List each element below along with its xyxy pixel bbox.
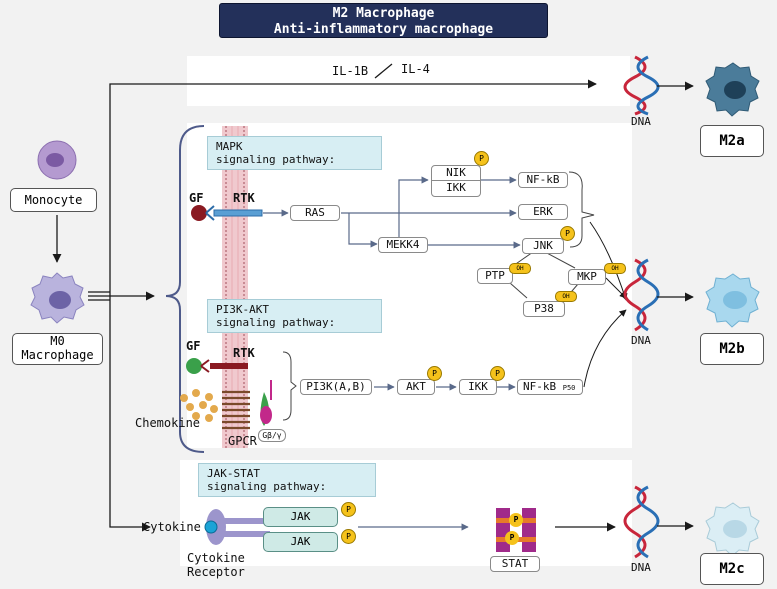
- cytokine-receptor-label: Cytokine Receptor: [187, 551, 245, 579]
- dna-helix-middle: [623, 258, 660, 332]
- jakstat-title-line-1: JAK-STAT: [207, 467, 260, 480]
- akt-node: AKT: [397, 379, 435, 395]
- p50-label: P50: [562, 384, 576, 392]
- monocyte-cell: [37, 140, 77, 180]
- dna-helix-top: [623, 55, 660, 116]
- erk-node: ERK: [518, 204, 568, 220]
- m0-label-line-2: Macrophage: [21, 348, 94, 362]
- m2b-cell: [705, 273, 760, 328]
- chemokine-label: Chemokine: [135, 416, 201, 430]
- nik-ikk-node: NIK IKK: [431, 165, 481, 197]
- top-panel: [187, 56, 630, 106]
- mapk-pathway-title: MAPK signaling pathway:: [207, 136, 382, 170]
- pi3k-pathway-title: PI3K-AKT signaling pathway:: [207, 299, 382, 333]
- mapk-rtk-label: RTK: [233, 191, 255, 205]
- phospho-ikk: P: [490, 366, 505, 381]
- gf-ligand-pi3k: [186, 358, 202, 374]
- phospho-akt: P: [427, 366, 442, 381]
- m0-cell: [30, 272, 85, 324]
- phospho-jak-1: P: [341, 502, 356, 517]
- gf-ligand-mapk: [191, 205, 207, 221]
- gpcr-receptor: [222, 390, 250, 430]
- cytokine-ligand: [204, 520, 218, 534]
- il-branch-arrow: [109, 79, 597, 300]
- mapk-title-line-1: MAPK: [216, 140, 243, 153]
- ras-node: RAS: [290, 205, 340, 221]
- nfkb-node-pi3k: NF-kB P50: [517, 379, 583, 395]
- gpcr-label: GPCR: [228, 434, 257, 448]
- rtk-receptor-pi3k: [210, 363, 248, 369]
- phospho-nik: P: [474, 151, 489, 166]
- m0-macrophage-label: M0 Macrophage: [12, 333, 103, 365]
- signaling-brace: [165, 125, 205, 453]
- jakstat-pathway-title: JAK-STAT signaling pathway:: [198, 463, 376, 497]
- stat-dimer: [496, 508, 536, 552]
- oh-p38: OH: [555, 291, 577, 302]
- ikk-node-pi3k: IKK: [459, 379, 497, 395]
- phospho-stat-2: P: [509, 533, 515, 542]
- dna-helix-bottom: [623, 485, 660, 559]
- m2a-label: M2a: [700, 125, 764, 157]
- title-line-2: Anti-inflammatory macrophage: [273, 22, 494, 37]
- jnk-node: JNK: [522, 238, 564, 254]
- cytokine-label: Cytokine: [143, 520, 201, 534]
- mkp-node: MKP: [568, 269, 606, 285]
- jak-node-2: JAK: [263, 532, 338, 552]
- receptor-label-line-2: Receptor: [187, 565, 245, 579]
- m2c-cell: [705, 502, 760, 557]
- gby-label: Gβ/γ: [258, 429, 286, 442]
- pi3k-rtk-label: RTK: [233, 346, 255, 360]
- phospho-stat-1: P: [513, 515, 519, 524]
- title-line-1: M2 Macrophage: [332, 6, 435, 21]
- phospho-jnk: P: [560, 226, 575, 241]
- nik-label: NIK: [432, 166, 480, 181]
- oh-mkp: OH: [604, 263, 626, 274]
- cell-membrane: [222, 126, 248, 448]
- dna-label-top: DNA: [631, 115, 651, 128]
- ptp-node: PTP: [477, 268, 513, 284]
- pi3k-title-line-2: signaling pathway:: [216, 316, 336, 329]
- dna-label-middle: DNA: [631, 334, 651, 347]
- page-title: M2 Macrophage Anti-inflammatory macropha…: [219, 3, 548, 38]
- mapk-gf-label: GF: [189, 191, 204, 205]
- m2c-label: M2c: [700, 553, 764, 585]
- pi3k-node: PI3K(A,B): [300, 379, 372, 395]
- cytokine-branch-arrow: [109, 300, 151, 532]
- il4-label: IL-4: [401, 62, 430, 76]
- chemokine-dots: [180, 389, 218, 422]
- pi3k-gf-label: GF: [186, 339, 201, 353]
- mapk-title-line-2: signaling pathway:: [216, 153, 336, 166]
- nfkb-node-mapk: NF-kB: [518, 172, 568, 188]
- phospho-jak-2: P: [341, 529, 356, 544]
- stat-node: STAT: [490, 556, 540, 572]
- mekk4-node: MEKK4: [378, 237, 428, 253]
- m0-label-line-1: M0: [50, 334, 65, 348]
- jakstat-title-line-2: signaling pathway:: [207, 480, 327, 493]
- oh-ptp: OH: [509, 263, 531, 274]
- pi3k-title-line-1: PI3K-AKT: [216, 303, 269, 316]
- dna-label-bottom: DNA: [631, 561, 651, 574]
- monocyte-label: Monocyte: [10, 188, 97, 212]
- nfkb-label-pi3k: NF-kB: [523, 380, 557, 393]
- jak-node-1: JAK: [263, 507, 338, 527]
- p38-node: P38: [523, 301, 565, 317]
- m2b-label: M2b: [700, 333, 764, 365]
- ikk-label-mapk: IKK: [446, 181, 466, 194]
- m2a-cell: [705, 62, 760, 117]
- il1b-label: IL-1B: [332, 64, 369, 78]
- receptor-label-line-1: Cytokine: [187, 551, 245, 565]
- rtk-receptor-mapk: [213, 209, 263, 217]
